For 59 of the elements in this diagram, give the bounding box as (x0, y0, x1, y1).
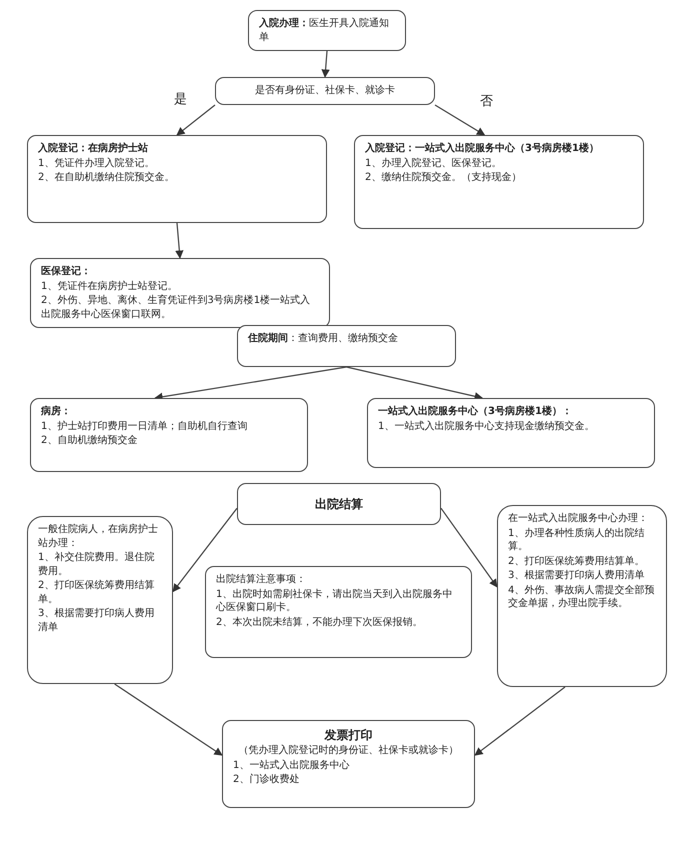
heading: 病房： (41, 405, 72, 418)
text-line: 2、打印医保统筹费用结算单。 (38, 579, 156, 606)
text-line: （凭办理入院登记时的身份证、社保卡或就诊卡） (238, 744, 460, 758)
heading: 一站式入出院服务中心（3号病房楼1楼）： (378, 405, 573, 418)
decision-box (215, 77, 435, 104)
arrow (346, 366, 484, 400)
arrow (114, 684, 223, 756)
text-line: 一般住院病人，在病房护士站办理： (38, 523, 159, 550)
text-line: 2、自助机缴纳预交金 (41, 434, 138, 448)
process-box (367, 398, 655, 468)
text-line: 在一站式入出院服务中心办理： (508, 512, 649, 526)
text-line: 1、办理入院登记、医保登记。 (365, 156, 502, 170)
text-line: 1、出院时如需刷社保卡，请出院当天到入出院服务中心医保窗口刷卡。 (216, 588, 454, 614)
text-line: 1、凭证件在病房护士站登记。 (41, 280, 178, 293)
text-line: 2、在自助机缴纳住院预交金。 (38, 171, 176, 184)
process-box (237, 483, 441, 525)
process-box (27, 135, 327, 223)
text-line: 1、一站式入出院服务中心 (233, 758, 350, 772)
heading: 入院登记：在病房护士站 (38, 142, 149, 156)
arrow (434, 104, 486, 136)
heading: 入院登记：一站式入出院服务中心（3号病房楼1楼） (365, 142, 600, 156)
arrow (154, 366, 347, 401)
heading: 医保登记： (41, 265, 92, 278)
text-line: 2、本次出院未结算，不能办理下次医保报销。 (216, 616, 424, 629)
edge-label: 否 (478, 92, 495, 110)
text-line: 2、缴纳住院预交金。（支持现金） (365, 171, 522, 184)
text-line: 1、办理各种性质病人的出院结算。 (508, 526, 646, 554)
text-line: 是否有身份证、社保卡、就诊卡 (254, 84, 396, 98)
note-box (205, 566, 472, 658)
text-line: 1、一站式入出院服务中心支持现金缴纳预交金。 (378, 420, 596, 433)
text-line: 3、根据需要打印病人费用清单 (508, 569, 646, 582)
process-box (237, 325, 456, 367)
arrow (474, 686, 566, 756)
text-line: 2、门诊收费处 (233, 773, 300, 787)
edge-label: 是 (172, 90, 189, 108)
process-box (497, 505, 667, 687)
heading: 发票打印 (323, 727, 374, 744)
text-line: 2、外伤、异地、离休、生育凭证件到3号病房楼1楼一站式入出院服务中心医保窗口联网。 (41, 294, 312, 321)
process-box (30, 258, 330, 328)
text-line: 3、根据需要打印病人费用清单 (38, 607, 156, 634)
text-line: 2、打印医保统筹费用结算单。 (508, 554, 646, 568)
text-line: 1、补交住院费用。退住院费用。 (38, 551, 156, 578)
arrow (172, 508, 238, 592)
text-line: 出院结算注意事项： (216, 573, 307, 586)
arrow (321, 50, 330, 78)
process-box (222, 720, 475, 808)
text-line: 入院办理：医生开具入院通知单 (259, 17, 390, 44)
text-line: 住院期间：查询费用、缴纳预交金 (248, 332, 399, 346)
process-box (27, 516, 173, 684)
process-box (248, 10, 406, 51)
process-box (354, 135, 644, 229)
arrow (440, 508, 498, 588)
heading: 出院结算 (315, 496, 363, 512)
text-line: 1、护士站打印费用一日清单；自助机自行查询 (41, 420, 248, 433)
arrow (175, 222, 184, 259)
arrow (176, 104, 216, 136)
text-line: 1、凭证件办理入院登记。 (38, 156, 156, 170)
text-line: 4、外伤、事故病人需提交全部预交金单据，办理出院手续。 (508, 584, 656, 610)
process-box (30, 398, 308, 472)
